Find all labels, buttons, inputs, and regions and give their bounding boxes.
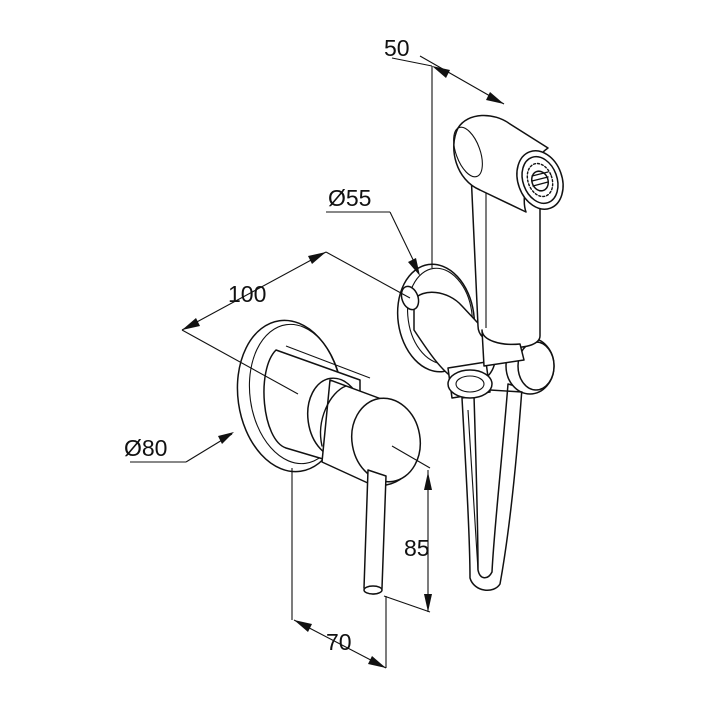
label-50: 50	[384, 35, 410, 61]
label-diameter-55: Ø55	[328, 185, 371, 211]
dimension-70: 70	[291, 468, 387, 669]
shower-hose	[461, 383, 523, 591]
dimension-85: 85	[383, 445, 432, 613]
label-70: 70	[326, 629, 352, 655]
label-diameter-80: Ø80	[124, 435, 167, 461]
dimension-diameter-55: Ø55	[326, 185, 420, 276]
mixer-cap	[306, 377, 422, 487]
mixer-lever	[363, 469, 387, 595]
dimension-50: 50	[384, 35, 505, 268]
dimension-100: 100	[181, 251, 411, 395]
hand-shower	[453, 114, 564, 367]
label-100: 100	[228, 281, 266, 307]
label-85: 85	[404, 535, 430, 561]
dimension-diameter-80: Ø80	[124, 432, 234, 463]
